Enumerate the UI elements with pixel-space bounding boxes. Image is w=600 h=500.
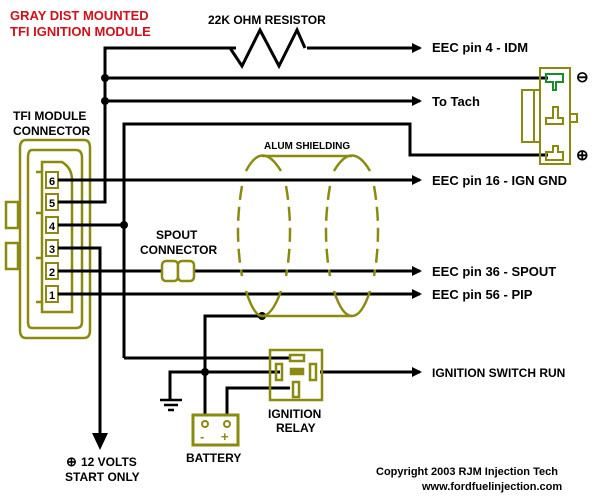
- tfi-connector-label-1: TFI MODULE: [13, 109, 86, 123]
- relay-label-1: IGNITION: [268, 407, 321, 421]
- plus-symbol-icon: ⊕: [66, 454, 77, 469]
- title-line-1: GRAY DIST MOUNTED: [10, 8, 149, 23]
- website-link[interactable]: www.fordfuelinjection.com: [421, 481, 562, 493]
- pin-5: 5: [49, 198, 55, 210]
- resistor-label: 22K OHM RESISTOR: [208, 13, 326, 27]
- coil-negative-symbol: ⊖: [576, 69, 589, 86]
- battery-label: BATTERY: [186, 451, 241, 465]
- output-ign-gnd: EEC pin 16 - IGN GND: [432, 173, 567, 188]
- shield-label: ALUM SHIELDING: [264, 141, 350, 152]
- coil-neg-terminal-icon: [545, 73, 564, 91]
- resistor-icon: [228, 26, 307, 70]
- start-label-2: START ONLY: [65, 470, 140, 484]
- wire-coil-pos: [122, 122, 548, 358]
- tfi-connector-label-2: CONNECTOR: [13, 124, 90, 138]
- spout-label-2: CONNECTOR: [140, 243, 217, 257]
- ignition-relay: [268, 348, 324, 402]
- alum-shielding: [236, 154, 380, 318]
- coil-pos-terminal-icon: [545, 145, 564, 161]
- start-arrow-icon: [92, 433, 108, 450]
- output-pip: EEC pin 56 - PIP: [432, 287, 533, 302]
- ground-icon: [160, 398, 182, 412]
- copyright-line: Copyright 2003 RJM Injection Tech: [376, 466, 558, 478]
- battery: [191, 413, 240, 447]
- battery-pos-symbol: +: [221, 429, 229, 444]
- relay-label-2: RELAY: [276, 421, 316, 435]
- spout-connector: [160, 259, 196, 283]
- title-line-2: TFI IGNITION MODULE: [10, 24, 151, 39]
- start-label-1: 12 VOLTS: [81, 455, 137, 469]
- pin-1: 1: [49, 290, 55, 302]
- wire-pin5: [58, 46, 236, 204]
- pin-2: 2: [49, 267, 55, 279]
- battery-neg-symbol: -: [200, 429, 204, 444]
- wire-start: [58, 246, 102, 440]
- junctions: [101, 74, 266, 376]
- spout-label-1: SPOUT: [156, 228, 198, 242]
- output-idm: EEC pin 4 - IDM: [432, 40, 528, 55]
- coil-connector: [521, 67, 578, 165]
- wire-ground: [168, 370, 280, 400]
- coil-mid-terminal-icon: [545, 106, 564, 125]
- connector-pins: 6 5 4 3 2 1: [45, 171, 59, 303]
- pin-6: 6: [49, 176, 55, 188]
- coil-positive-symbol: ⊕: [576, 147, 589, 164]
- tfi-module-connector: [4, 138, 92, 340]
- wires: [58, 43, 548, 440]
- output-ign-switch: IGNITION SWITCH RUN: [432, 366, 565, 380]
- wire-shield-drain: [203, 314, 262, 416]
- output-spout: EEC pin 36 - SPOUT: [432, 264, 556, 279]
- output-tach: To Tach: [432, 94, 480, 109]
- pin-4: 4: [49, 221, 56, 233]
- pin-3: 3: [49, 244, 55, 256]
